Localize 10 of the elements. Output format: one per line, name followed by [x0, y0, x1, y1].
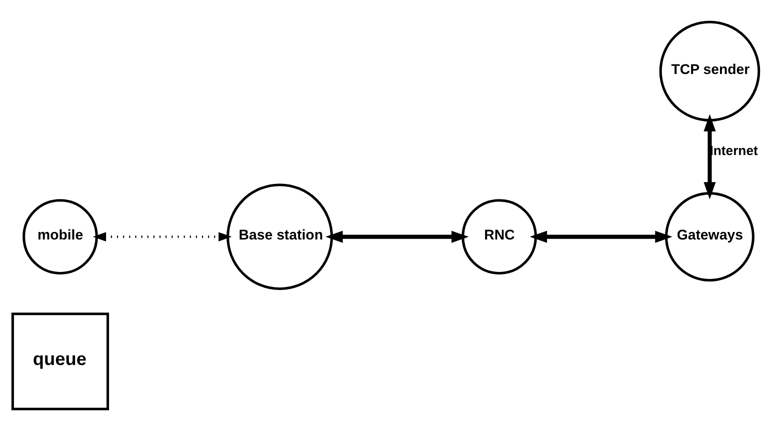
node-circle: TCP sender: [659, 20, 760, 122]
arrow: [704, 114, 716, 199]
node-circle: RNC: [462, 198, 537, 274]
arrow: [326, 230, 469, 242]
arrow: [92, 232, 232, 241]
node-circle: Gateways: [664, 192, 754, 282]
node-box: queue: [11, 312, 110, 410]
arrow: [530, 230, 672, 242]
node-circle: Base station: [226, 183, 333, 290]
node-circle: mobile: [22, 198, 98, 274]
